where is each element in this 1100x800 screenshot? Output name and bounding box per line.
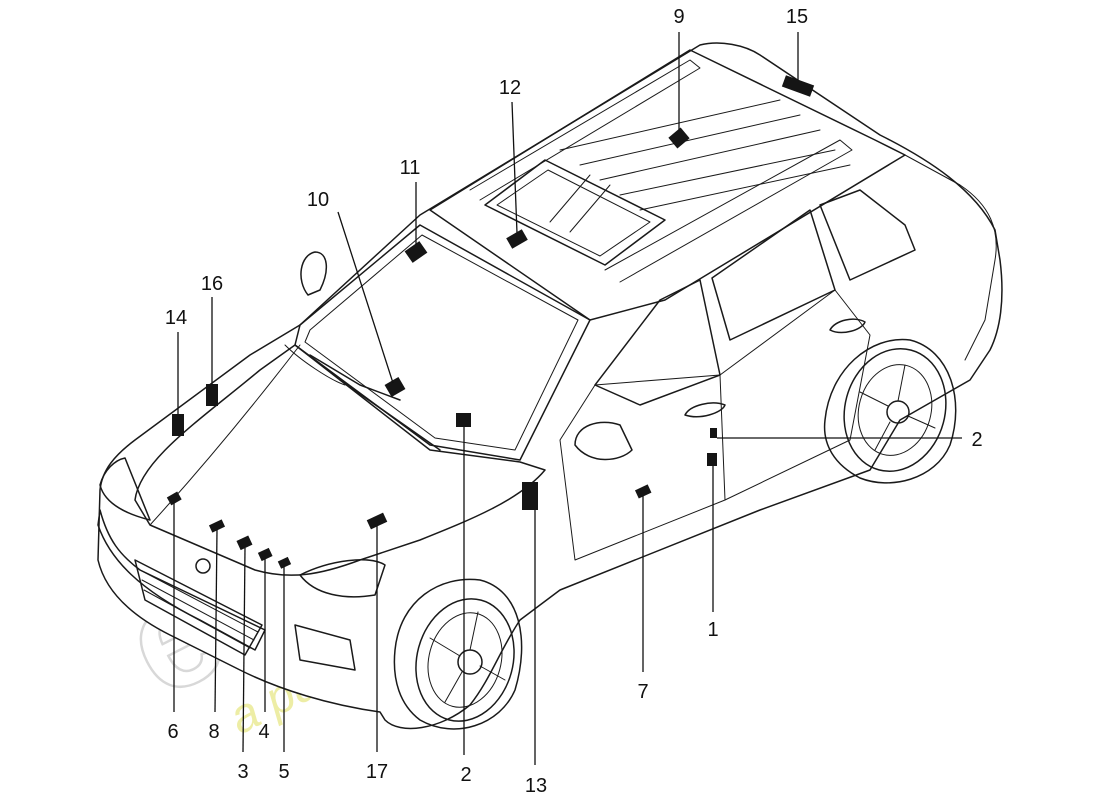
front-wheel (393, 578, 523, 730)
mirror-near (574, 421, 633, 461)
callout-9: 9 (673, 6, 684, 28)
marker-12 (506, 229, 528, 249)
marker-14 (172, 414, 184, 436)
callout-1: 1 (707, 619, 718, 641)
roof-rail-left (469, 59, 701, 201)
leader-lines (173, 32, 962, 765)
wiper-left (309, 354, 401, 401)
callout-12: 12 (499, 77, 521, 99)
sunroof-inner (496, 169, 651, 257)
callout-15: 15 (786, 6, 808, 28)
marker-2-cowl (456, 413, 471, 427)
label-markers (166, 75, 815, 569)
marker-7 (634, 484, 652, 499)
car-body (97, 42, 1003, 730)
front-fascia (97, 509, 266, 651)
callout-13: 13 (525, 775, 547, 797)
marker-9 (668, 127, 690, 149)
quarter-window (819, 189, 916, 281)
marker-13 (522, 482, 538, 510)
callout-7: 7 (637, 681, 648, 703)
windshield-inner (304, 234, 579, 451)
marker-5 (277, 556, 292, 569)
callout-2-cowl: 2 (460, 764, 471, 786)
grille-mesh (139, 569, 259, 649)
callout-numbers: 1 2 2 3 4 5 6 7 8 9 10 11 12 13 14 15 16… (165, 6, 983, 797)
marker-6 (166, 491, 182, 506)
callout-16: 16 (201, 273, 223, 295)
callout-11: 11 (400, 157, 421, 179)
marker-15 (781, 75, 815, 97)
marker-10 (384, 376, 406, 398)
headlight-left (99, 457, 151, 521)
marker-16 (206, 384, 218, 406)
headlight-right (299, 559, 386, 598)
marker-3 (236, 535, 253, 551)
marker-8 (208, 519, 226, 533)
wiper-right (339, 379, 441, 451)
rear-door-handle (829, 318, 866, 334)
callout-6: 6 (167, 721, 178, 743)
roof-rail-right (604, 139, 853, 283)
fog-lamp (294, 624, 356, 671)
marker-4 (257, 547, 273, 562)
sunroof (484, 159, 666, 266)
rear-door (719, 289, 871, 501)
front-door-handle (684, 402, 726, 418)
mirror-far (300, 251, 327, 296)
vehicle-drawing (97, 42, 1003, 730)
callout-8: 8 (208, 721, 219, 743)
roof-panel-lines (559, 99, 851, 211)
callout-4: 4 (258, 721, 269, 743)
front-door-window (594, 279, 721, 406)
rear-wheel (823, 338, 957, 484)
rear-quarter (904, 154, 997, 361)
callout-2-door: 2 (971, 429, 982, 451)
crest-icon (195, 558, 211, 574)
marker-17 (366, 512, 388, 530)
callout-5: 5 (278, 761, 289, 783)
callout-17: 17 (366, 761, 388, 783)
marker-1 (707, 453, 717, 466)
marker-11 (404, 241, 428, 263)
callout-10: 10 (307, 189, 329, 211)
marker-2-door (710, 428, 717, 438)
grille (134, 559, 263, 656)
callout-3: 3 (237, 761, 248, 783)
callout-14: 14 (165, 307, 187, 329)
